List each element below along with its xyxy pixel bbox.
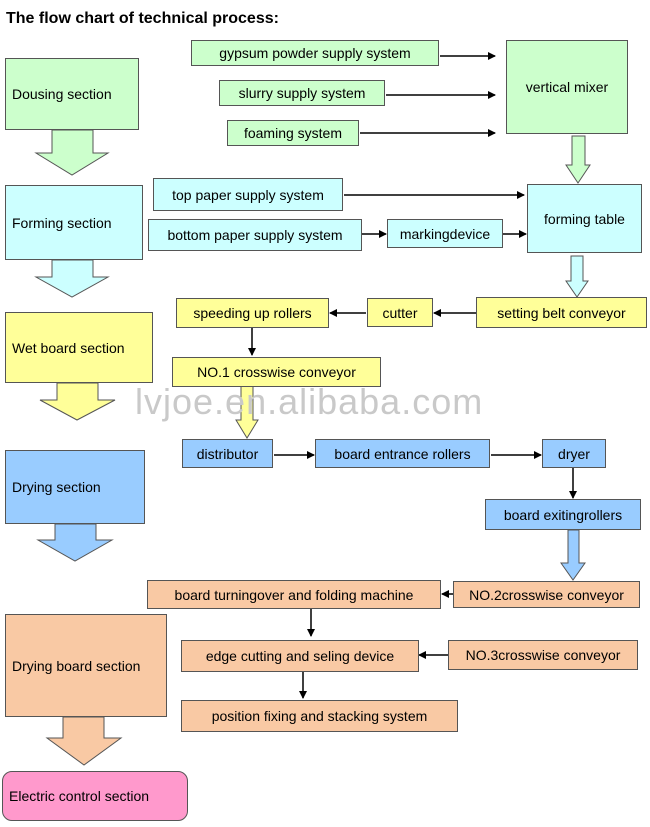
node-setting-belt-conveyor: setting belt conveyor bbox=[476, 297, 647, 328]
section-forming: Forming section bbox=[5, 185, 143, 260]
section-drying-board: Drying board section bbox=[5, 614, 167, 717]
node-slurry-supply: slurry supply system bbox=[219, 80, 385, 106]
flow-arrow-exiting-to-crosswise2 bbox=[560, 529, 586, 581]
section-arrow-wet-board bbox=[39, 382, 116, 421]
section-wet-board: Wet board section bbox=[5, 312, 153, 383]
node-dryer: dryer bbox=[542, 439, 606, 468]
node-gypsum-powder-supply: gypsum powder supply system bbox=[191, 40, 439, 66]
flow-arrow-crosswise1-to-distributor bbox=[235, 382, 259, 439]
section-drying: Drying section bbox=[5, 450, 145, 524]
section-dousing: Dousing section bbox=[5, 58, 139, 130]
node-position-fixing-stacking: position fixing and stacking system bbox=[181, 700, 458, 732]
node-cutter: cutter bbox=[367, 298, 433, 327]
diagram-title: The flow chart of technical process: bbox=[6, 10, 279, 27]
node-top-paper-supply: top paper supply system bbox=[153, 178, 343, 211]
node-edge-cutting-device: edge cutting and seling device bbox=[181, 640, 419, 672]
section-electric-control: Electric control section bbox=[2, 771, 188, 821]
node-foaming-system: foaming system bbox=[227, 120, 359, 146]
node-marking-device: markingdevice bbox=[387, 219, 503, 248]
node-crosswise-conveyor-1: NO.1 crosswise conveyor bbox=[172, 357, 381, 387]
watermark-text: lvjoe.en.alibaba.com bbox=[135, 381, 484, 422]
node-turning-folding-machine: board turningover and folding machine bbox=[147, 580, 441, 609]
node-crosswise-conveyor-3: NO.3crosswise conveyor bbox=[448, 640, 638, 670]
section-arrow-forming bbox=[34, 259, 110, 298]
node-forming-table: forming table bbox=[527, 184, 642, 253]
node-crosswise-conveyor-2: NO.2crosswise conveyor bbox=[453, 581, 640, 608]
section-arrow-drying-board bbox=[45, 716, 123, 766]
node-vertical-mixer: vertical mixer bbox=[506, 40, 628, 134]
node-distributor: distributor bbox=[182, 439, 273, 468]
node-board-exiting-rollers: board exitingrollers bbox=[485, 499, 641, 530]
flow-arrow-table-to-belt bbox=[565, 255, 589, 298]
node-speeding-up-rollers: speeding up rollers bbox=[176, 298, 329, 328]
section-arrow-drying bbox=[36, 523, 114, 562]
section-arrow-dousing bbox=[34, 129, 110, 176]
node-bottom-paper-supply: bottom paper supply system bbox=[148, 219, 362, 251]
flow-arrow-mixer-to-table bbox=[565, 135, 591, 184]
node-board-entrance-rollers: board entrance rollers bbox=[315, 439, 490, 468]
